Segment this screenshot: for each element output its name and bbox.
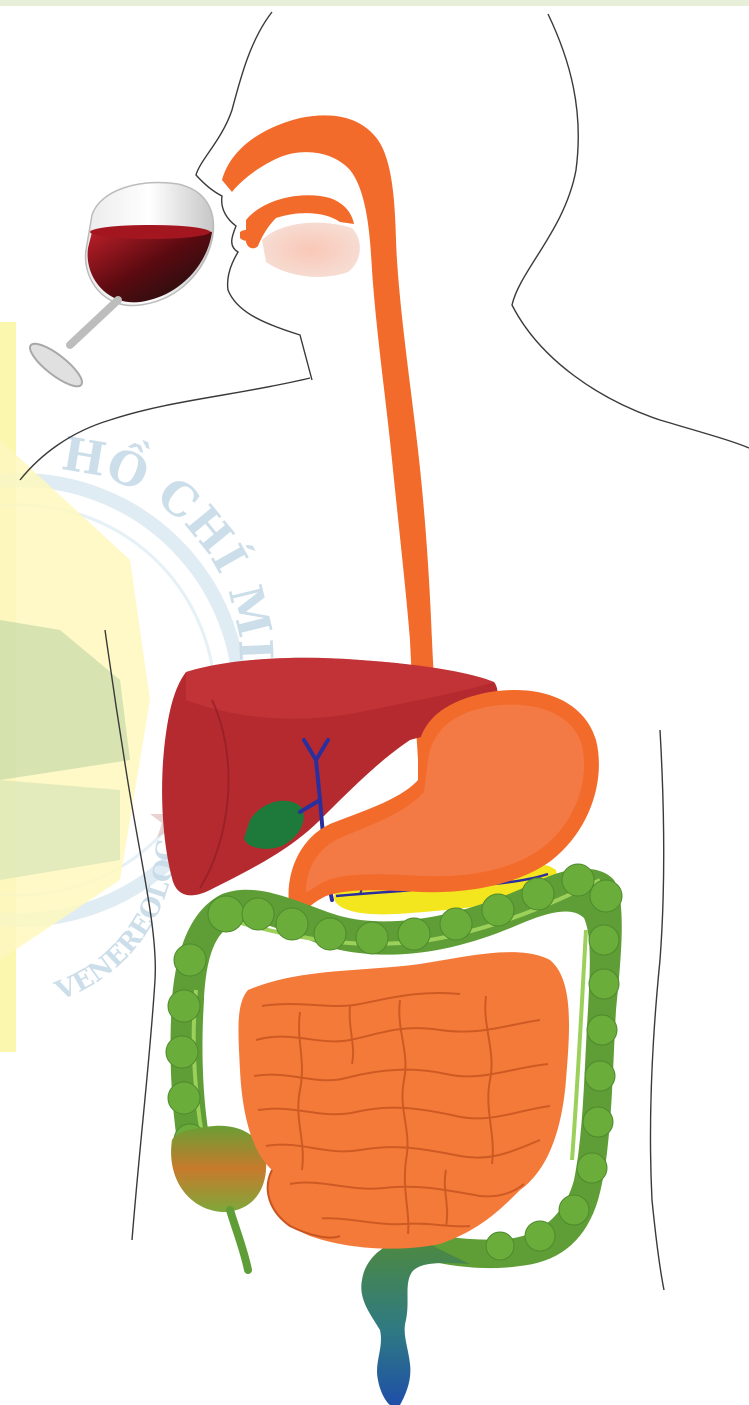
rectum bbox=[361, 1236, 470, 1405]
wine-glass-icon bbox=[25, 182, 214, 392]
small-intestine bbox=[238, 952, 569, 1249]
